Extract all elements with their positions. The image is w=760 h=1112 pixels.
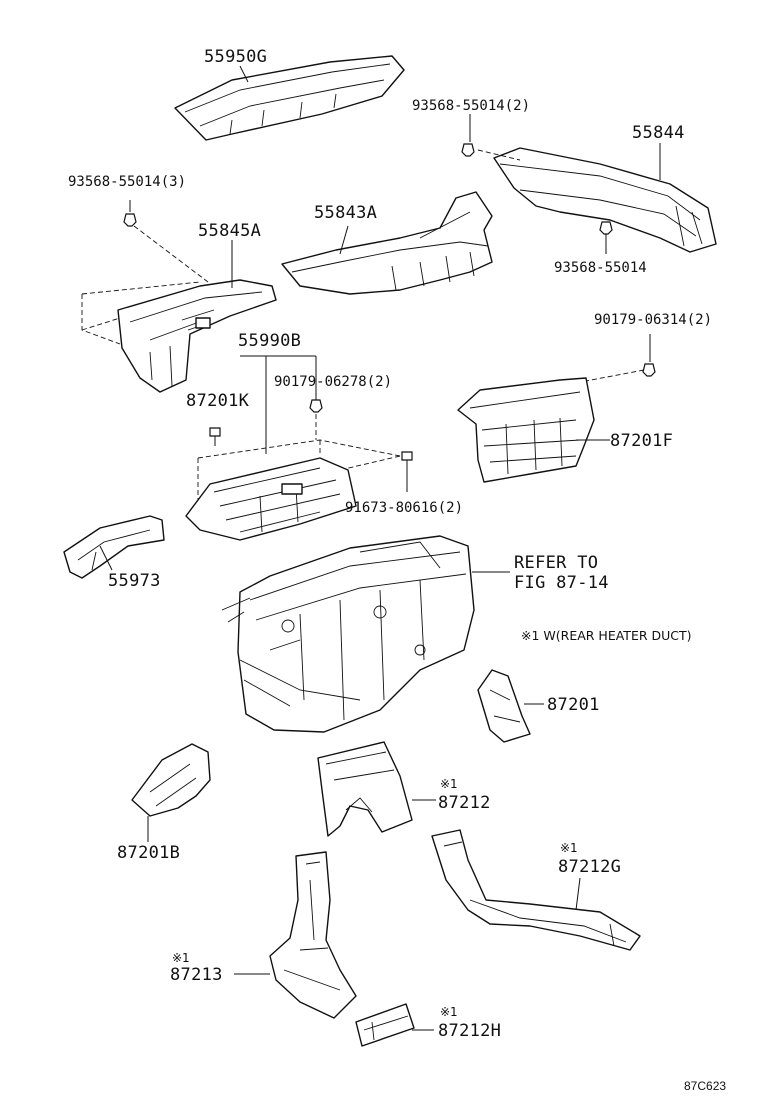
label-55844: 55844 <box>632 123 685 143</box>
label-87201f: 87201F <box>610 431 673 451</box>
part-55845a[interactable] <box>117 279 277 393</box>
label-93568-55014-3: 93568-55014(3) <box>68 174 186 190</box>
label-90179-06278: 90179-06278(2) <box>274 374 392 390</box>
dash-bolt-87201f <box>569 369 645 385</box>
part-55843a[interactable] <box>281 191 493 295</box>
mark-87212g: ※1 <box>560 841 578 855</box>
clip-87201k[interactable] <box>209 427 221 446</box>
part-55990b[interactable] <box>185 457 357 541</box>
label-55990b: 55990B <box>238 331 301 351</box>
leader-55843a <box>339 225 349 255</box>
label-87213: 87213 <box>170 965 223 985</box>
heater-unit[interactable] <box>221 535 475 733</box>
leader-55973 <box>99 545 113 571</box>
leader-87212g <box>575 877 581 911</box>
label-93568-55014-2: 93568-55014(2) <box>412 98 530 114</box>
part-87201f[interactable] <box>457 377 595 483</box>
footnote-rear-heater-duct: ※1 W(REAR HEATER DUCT) <box>521 628 692 643</box>
dash-bolt-55844 <box>477 149 521 161</box>
part-87201[interactable] <box>477 669 531 743</box>
leader-55950g <box>239 65 249 83</box>
diagram-code: 87C623 <box>684 1079 726 1093</box>
mark-87212: ※1 <box>440 777 458 791</box>
label-87212h: 87212H <box>438 1021 501 1041</box>
part-87212[interactable] <box>317 741 413 837</box>
part-55950g[interactable] <box>174 55 405 141</box>
bolt-93568-55014-3[interactable] <box>123 200 137 227</box>
part-87201b[interactable] <box>131 743 211 817</box>
label-87201: 87201 <box>547 695 600 715</box>
mark-87213: ※1 <box>172 951 190 965</box>
label-55845a: 55845A <box>198 221 261 241</box>
label-55950g: 55950G <box>204 47 267 67</box>
label-93568-55014: 93568-55014 <box>554 260 647 276</box>
part-55844[interactable] <box>493 147 717 253</box>
label-87212g: 87212G <box>558 857 621 877</box>
label-90179-06314: 90179-06314(2) <box>594 312 712 328</box>
part-87213[interactable] <box>269 851 357 1019</box>
dash-box-55845a <box>81 281 201 345</box>
dash-bolt-55845a <box>133 225 209 283</box>
label-refer-line1: REFER TO <box>514 553 598 573</box>
label-55843a: 55843A <box>314 203 377 223</box>
bolt-93568-55014-2[interactable] <box>461 114 475 157</box>
label-87201b: 87201B <box>117 843 180 863</box>
label-91673-80616: 91673-80616(2) <box>345 500 463 516</box>
bolt-93568-55014[interactable] <box>599 221 613 254</box>
part-87212h[interactable] <box>355 1003 415 1047</box>
leader-55990b <box>240 355 317 454</box>
label-87201k: 87201K <box>186 391 250 411</box>
dash-box-55990b <box>197 439 401 500</box>
nut-90179-06278[interactable] <box>309 399 323 413</box>
screw-91673-80616[interactable] <box>401 451 413 492</box>
label-refer-line2: FIG 87-14 <box>514 573 609 593</box>
label-55973: 55973 <box>108 571 161 591</box>
part-55973[interactable] <box>63 515 165 579</box>
bolt-90179-06314[interactable] <box>642 334 656 377</box>
mark-87212h: ※1 <box>440 1005 458 1019</box>
label-87212: 87212 <box>438 793 491 813</box>
part-87212g[interactable] <box>431 829 641 951</box>
